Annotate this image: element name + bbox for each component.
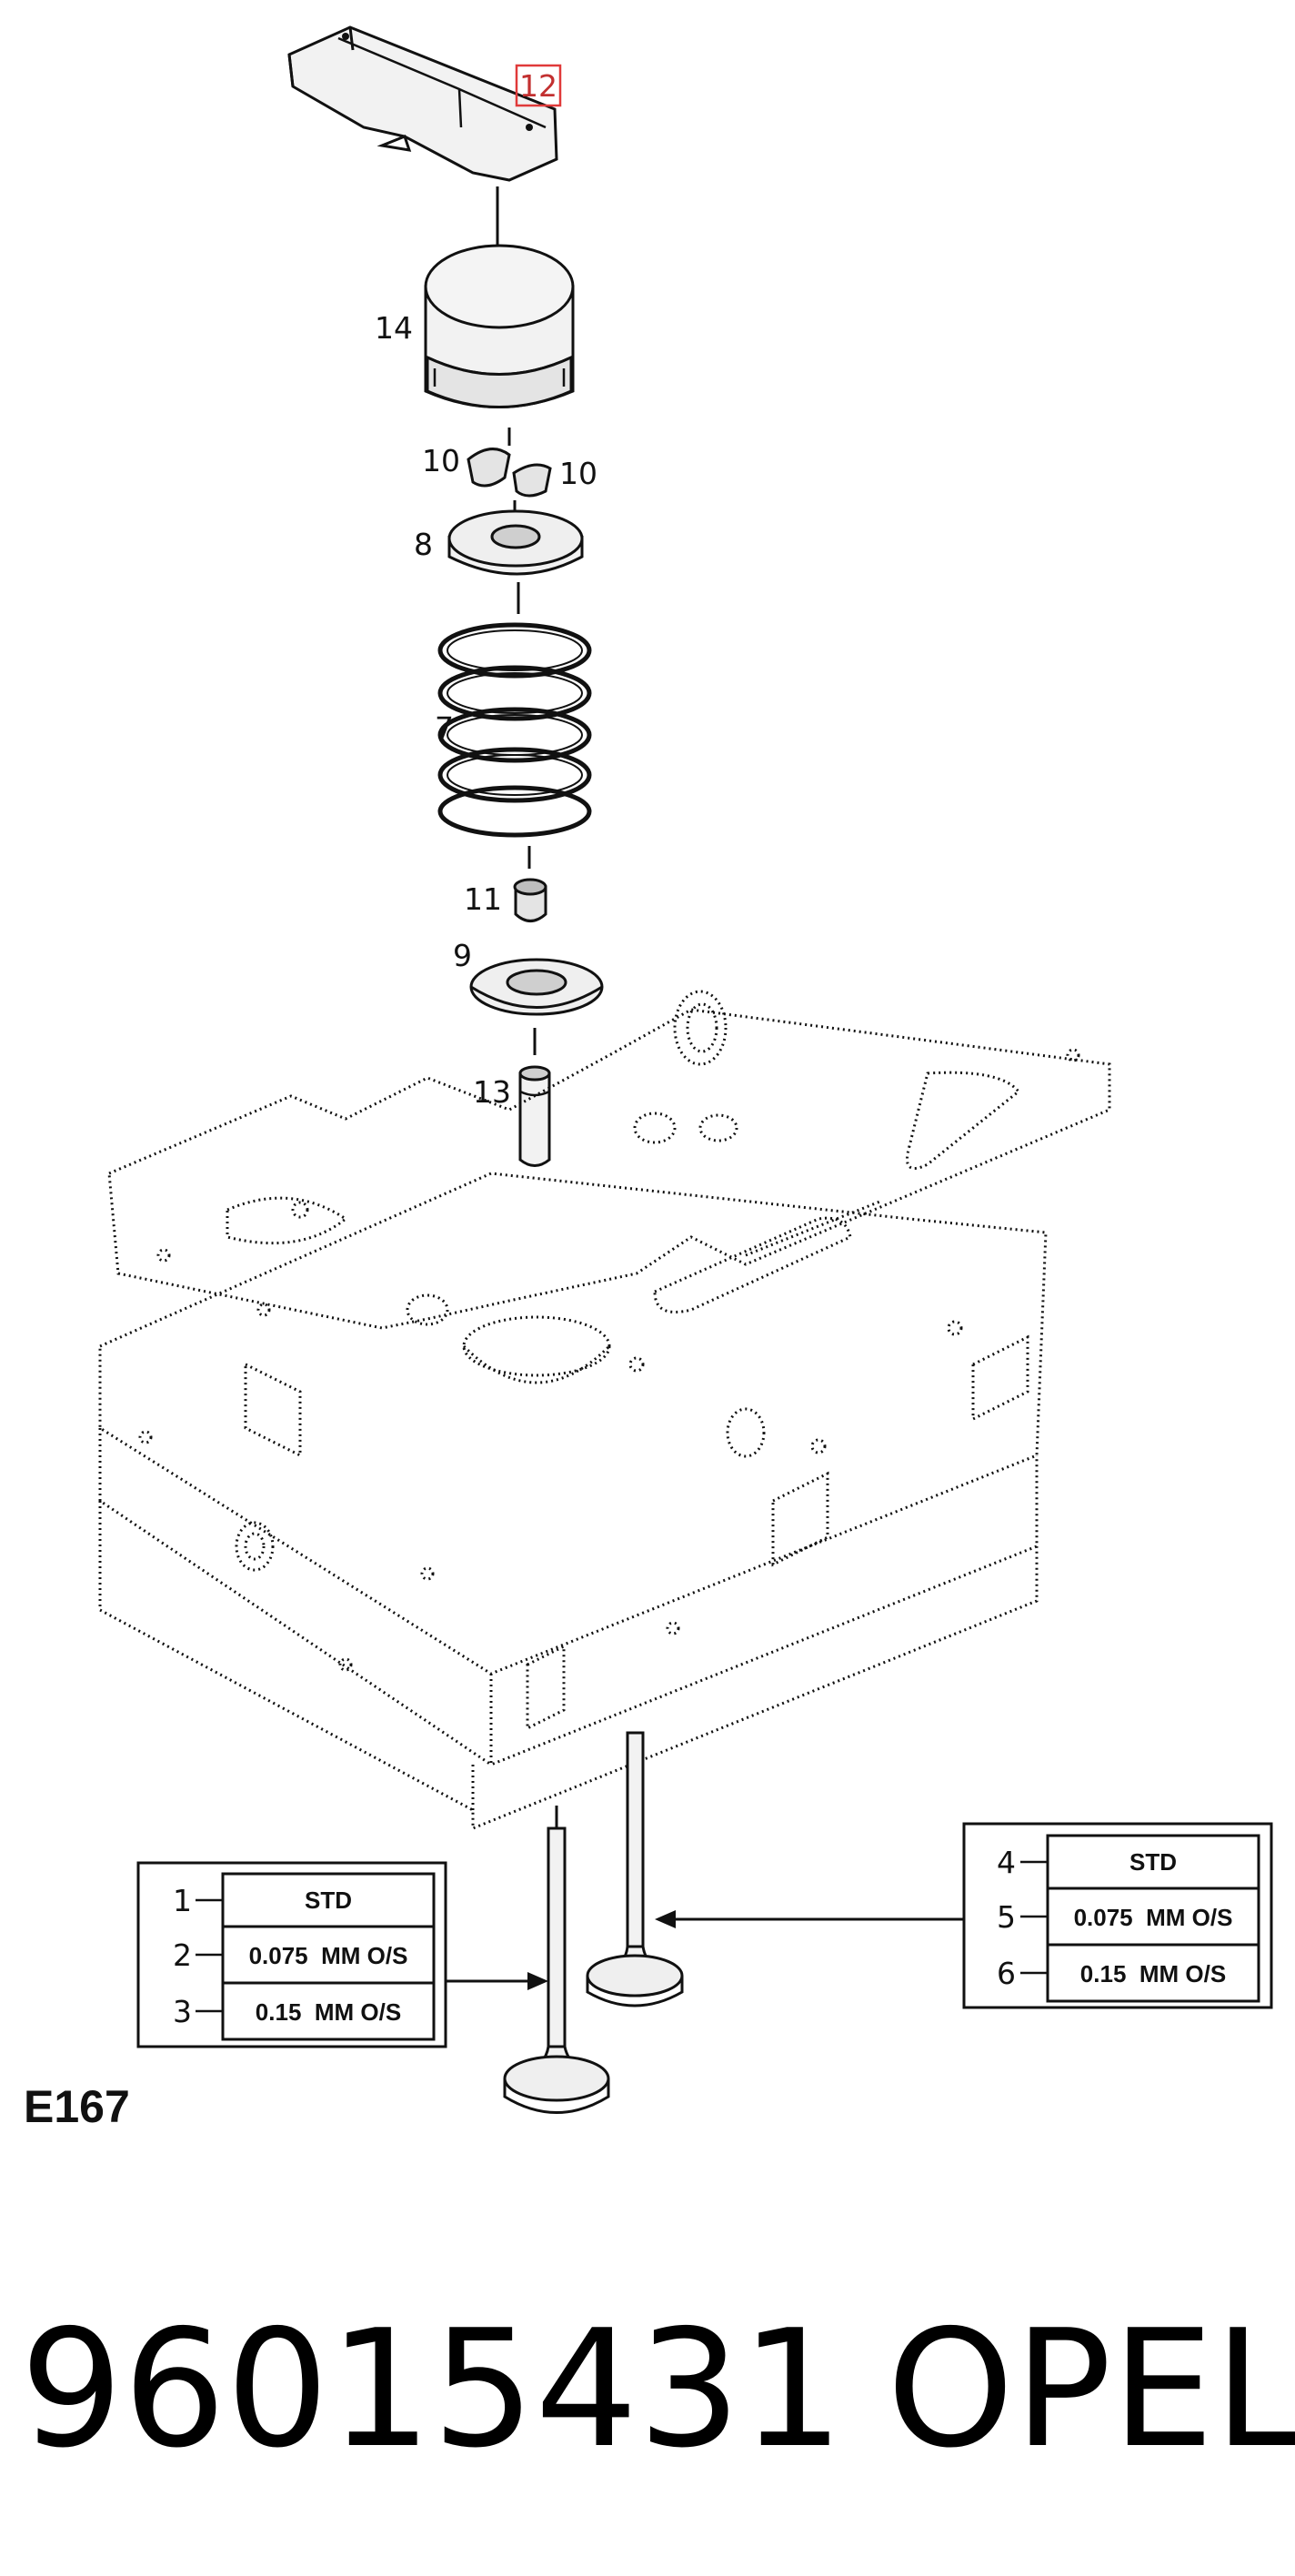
left-size-table: 1 2 3 STD 0.075 MM O/S 0.15 MM O/S (136, 1861, 447, 2048)
left-table-row-2-label: 0.075 MM O/S (249, 1942, 408, 1969)
part-spring-seat: 9 (453, 938, 604, 1016)
caption-brand: OPEL (887, 2295, 1295, 2483)
valve-left (503, 1806, 610, 2114)
callout-13: 13 (473, 1074, 511, 1110)
callout-12: 12 (519, 68, 557, 104)
callout-14: 14 (375, 310, 413, 346)
caption-part-number: 96015431 (20, 2295, 844, 2483)
callout-11: 11 (464, 881, 502, 917)
valve-right (586, 1731, 684, 2007)
right-table-row-2-num: 5 (997, 1899, 1016, 1935)
part-valve-guide: 13 (473, 1065, 551, 1167)
part-cam-follower: 12 (287, 25, 562, 182)
right-table-row-3-num: 6 (997, 1956, 1016, 1991)
right-table-row-2-label: 0.075 MM O/S (1074, 1904, 1233, 1931)
left-table-row-1-num: 1 (173, 1883, 192, 1918)
part-valve-collets: 10 10 (422, 443, 597, 498)
right-table-row-1-label: STD (1129, 1848, 1177, 1876)
part-spring-retainer: 8 (414, 509, 584, 576)
callout-12-highlight-box (515, 64, 562, 107)
part-valve-spring: 7 (435, 622, 592, 838)
left-table-row-2-num: 2 (173, 1937, 192, 1973)
part-valve-stem-seal: 11 (464, 878, 547, 922)
callout-10-left: 10 (422, 443, 460, 478)
cylinder-head-illustration (98, 990, 1111, 1831)
callout-7: 7 (435, 710, 454, 746)
part-tappet: 14 (375, 244, 575, 408)
left-table-row-3-num: 3 (173, 1994, 192, 2029)
right-size-table: 4 5 6 STD 0.075 MM O/S 0.15 MM O/S (962, 1822, 1273, 2009)
left-table-row-1-label: STD (305, 1887, 352, 1914)
left-table-row-3-label: 0.15 MM O/S (256, 1998, 401, 2026)
callout-8: 8 (414, 527, 433, 562)
callout-9: 9 (453, 938, 472, 973)
callout-10-right: 10 (559, 456, 597, 491)
right-table-row-3-label: 0.15 MM O/S (1080, 1960, 1226, 1987)
figure-code: E167 (24, 2081, 130, 2132)
right-table-row-1-num: 4 (997, 1845, 1016, 1880)
